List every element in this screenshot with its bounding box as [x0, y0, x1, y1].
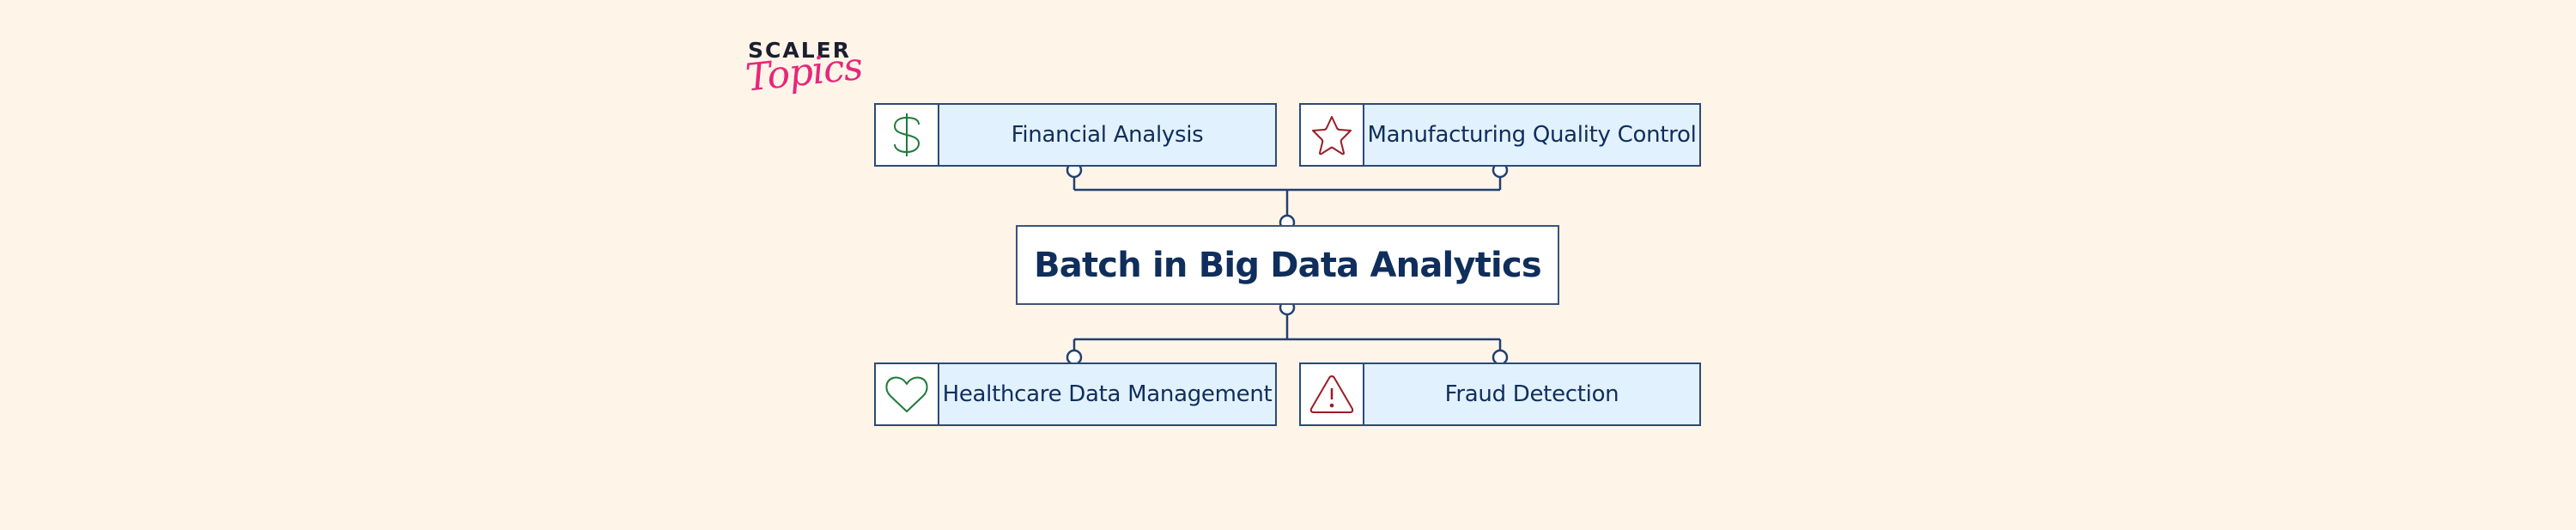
node-label: Fraud Detection [1444, 381, 1619, 407]
dollar-icon [893, 113, 920, 156]
logo-scaler-text: SCALER [748, 38, 851, 63]
icon-cell [876, 364, 939, 424]
central-topic-box: Batch in Big Data Analytics [1016, 225, 1559, 305]
icon-cell [1301, 364, 1364, 424]
node-label: Financial Analysis [1011, 122, 1204, 148]
star-icon [1312, 116, 1352, 155]
node-financial-analysis: Financial Analysis [874, 103, 1277, 167]
heart-icon [885, 376, 928, 412]
icon-cell [876, 105, 939, 165]
node-healthcare-data-management: Healthcare Data Management [874, 362, 1277, 426]
node-label: Manufacturing Quality Control [1367, 122, 1697, 148]
icon-cell [1301, 105, 1364, 165]
scaler-topics-logo: SCALER Topics [744, 38, 864, 132]
warning-icon [1309, 375, 1354, 413]
diagram-title: Batch in Big Data Analytics [1034, 245, 1542, 285]
node-manufacturing-quality-control: Manufacturing Quality Control [1299, 103, 1701, 167]
node-label: Healthcare Data Management [942, 381, 1273, 407]
node-fraud-detection: Fraud Detection [1299, 362, 1701, 426]
